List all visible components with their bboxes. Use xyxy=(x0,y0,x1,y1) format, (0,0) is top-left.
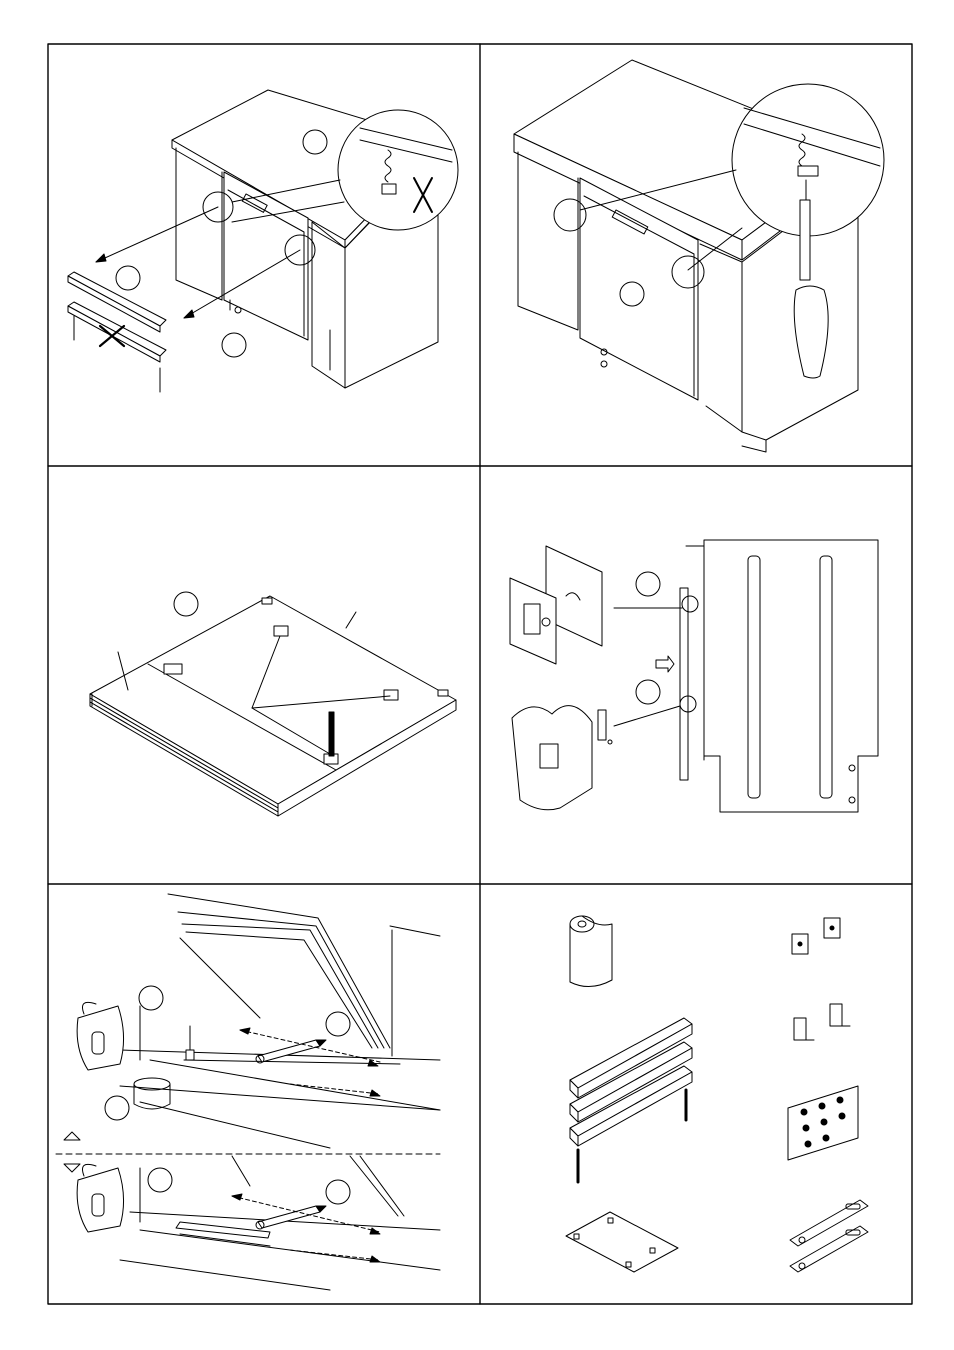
callout-circle xyxy=(139,986,163,1010)
router-tool-icon xyxy=(77,1164,140,1232)
panel-fit-hinge-plates xyxy=(90,592,456,816)
callout-circle xyxy=(105,1096,129,1120)
callout-circle xyxy=(148,1168,172,1192)
mounting-plate-icon xyxy=(566,1212,678,1272)
callout-circle xyxy=(326,1012,350,1036)
panel-remove-plinth xyxy=(68,90,458,392)
callout-circle xyxy=(222,333,246,357)
measure-arrows xyxy=(232,1194,380,1262)
pencil-icon xyxy=(256,1040,326,1063)
router-tool-icon xyxy=(77,1002,140,1070)
angle-bracket-pair-icon xyxy=(794,1004,850,1040)
callout-circle xyxy=(116,266,140,290)
callout-circle xyxy=(174,592,198,616)
triangle-down-icon xyxy=(64,1164,80,1172)
slotted-strip-pair-icon xyxy=(790,1200,868,1272)
push-arrow-icon xyxy=(656,656,674,672)
triangle-up-icon xyxy=(64,1132,80,1140)
appliance-door-drawing xyxy=(680,540,878,812)
screw-pin-icon xyxy=(329,712,334,756)
cabinet-side-detail xyxy=(512,706,612,810)
callout-circle xyxy=(636,572,660,596)
cabinet-side-detail xyxy=(510,546,602,664)
adhesive-tape-roll-icon xyxy=(570,916,612,987)
hinge-plate-pair-icon xyxy=(792,918,840,954)
screw-set-icon xyxy=(788,1086,858,1160)
leader-line xyxy=(346,612,356,628)
panel-parts-kit xyxy=(566,916,868,1272)
callout-circle xyxy=(636,680,660,704)
panel-attach-door-brackets xyxy=(510,540,878,812)
panel-route-door xyxy=(56,894,440,1290)
leader-line xyxy=(614,706,680,726)
door-edge-drawing xyxy=(120,894,440,1148)
router-bit-icon xyxy=(186,1026,194,1060)
plinth-strip-icon xyxy=(68,272,166,392)
callout-circle xyxy=(326,1180,350,1204)
pencil-icon xyxy=(256,1206,326,1229)
guide-ring-icon xyxy=(134,1078,170,1109)
panel-adjust-feet xyxy=(514,60,884,452)
plinth-strips-icon xyxy=(570,1018,692,1182)
